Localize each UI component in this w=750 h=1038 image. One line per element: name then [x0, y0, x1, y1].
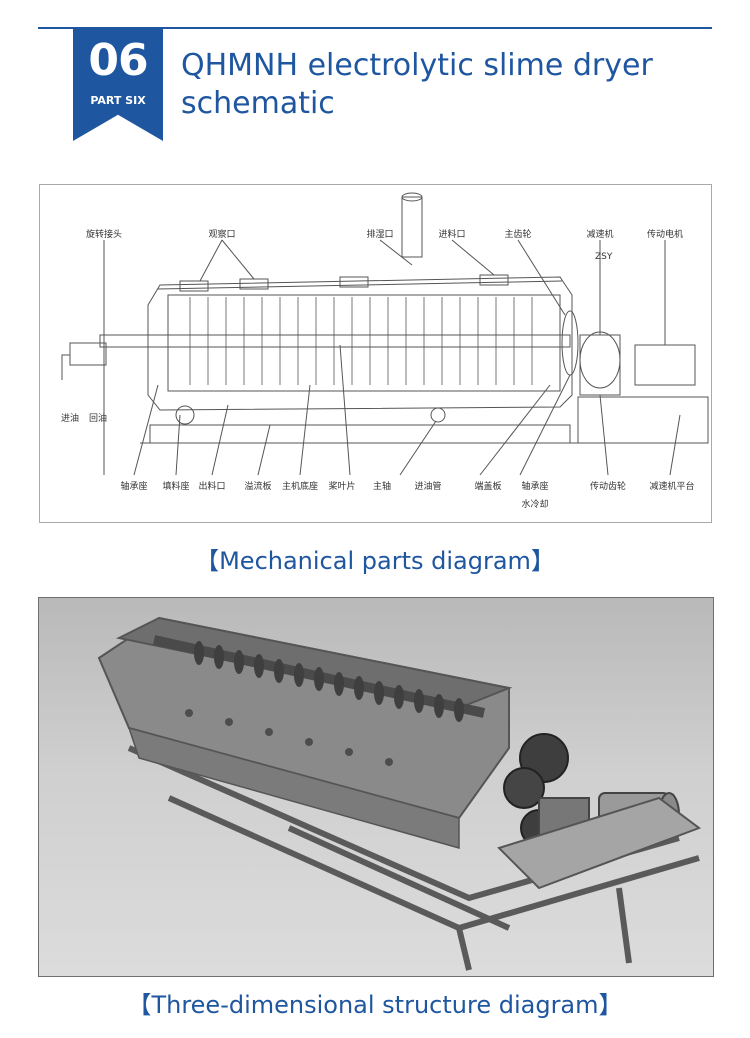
label-main-base: 主机底座: [282, 480, 318, 492]
section-part-label: PART SIX: [90, 94, 146, 107]
label-observation-port: 观察口: [208, 228, 235, 240]
label-main-gear: 主齿轮: [504, 228, 531, 240]
label-exhaust-port: 排湿口: [366, 228, 393, 240]
mechanical-parts-diagram: 旋转接头 观察口 排湿口 进料口 主齿轮 减速机 传动电机 ZSY 进油 回油 …: [39, 184, 712, 523]
label-packing-seat: 填料座: [162, 480, 189, 492]
label-overflow-plate: 溢流板: [244, 480, 271, 492]
page-title-line-2: schematic: [181, 86, 335, 121]
mechanical-diagram-caption: 【Mechanical parts diagram】: [195, 547, 555, 575]
label-drive-gear: 传动齿轮: [590, 480, 626, 492]
label-drive-motor: 传动电机: [647, 228, 683, 240]
label-oil-return: 回油: [89, 412, 107, 424]
label-end-cover: 端盖板: [474, 480, 501, 492]
section-badge: 06 PART SIX: [73, 27, 163, 141]
header-rule: [38, 27, 712, 29]
label-oil-pipe: 进油管: [414, 480, 441, 492]
label-bearing-seat-1: 轴承座: [120, 480, 147, 492]
label-bearing-seat-2: 轴承座: [521, 480, 548, 492]
label-oil-in: 进油: [61, 412, 79, 424]
label-rotary-joint: 旋转接头: [86, 228, 122, 240]
structure-diagram-caption: 【Three-dimensional structure diagram】: [127, 991, 623, 1019]
label-main-shaft: 主轴: [373, 480, 391, 492]
label-paddle-blade: 桨叶片: [328, 480, 355, 492]
label-discharge-port: 出料口: [198, 480, 225, 492]
label-reducer: 减速机: [586, 228, 613, 240]
page-title-line-1: QHMNH electrolytic slime dryer: [181, 48, 653, 83]
structure-render: [97, 616, 702, 971]
mechanical-drawing: 旋转接头 观察口 排湿口 进料口 主齿轮 减速机 传动电机 ZSY 进油 回油 …: [61, 192, 709, 510]
label-zsy: ZSY: [595, 252, 613, 262]
three-dimensional-structure-diagram: [38, 597, 714, 977]
label-feed-port: 进料口: [438, 228, 465, 240]
section-number: 06: [88, 35, 148, 86]
label-reducer-platform: 减速机平台: [649, 480, 694, 492]
label-water-cooling: 水冷却: [521, 498, 548, 510]
